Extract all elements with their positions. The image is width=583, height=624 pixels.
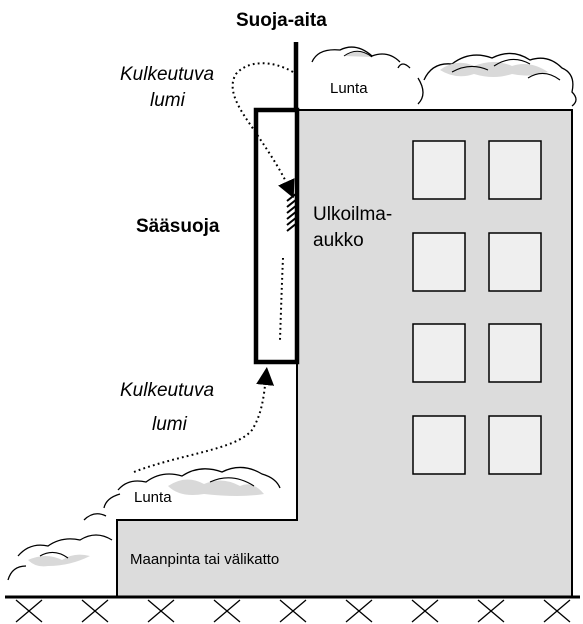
ground-hatching xyxy=(15,599,571,623)
drifting-snow-label-bottom-line1: Kulkeutuva xyxy=(120,380,214,401)
fence-label: Suoja-aita xyxy=(236,10,327,31)
roof-snow xyxy=(311,46,577,107)
snow-label-bottom: Lunta xyxy=(134,489,172,506)
ground-label: Maanpinta tai välikatto xyxy=(130,551,279,568)
window xyxy=(488,232,542,292)
ground-snow-upper xyxy=(103,466,281,509)
weather-hood xyxy=(253,107,300,365)
weather-hood-label: Sääsuoja xyxy=(136,216,220,237)
window xyxy=(412,232,466,292)
window xyxy=(488,415,542,475)
drifting-snow-arrow-top xyxy=(240,84,242,102)
drifting-snow-label-top-line1: Kulkeutuva xyxy=(120,64,214,85)
window xyxy=(488,140,542,200)
window xyxy=(412,323,466,383)
windows xyxy=(412,140,542,475)
drifting-snow-label-top-line2: lumi xyxy=(150,90,186,111)
window xyxy=(412,415,466,475)
window xyxy=(488,323,542,383)
drifting-snow-label-bottom-line2: lumi xyxy=(152,414,188,435)
air-opening-label-line1: Ulkoilma- xyxy=(313,204,392,225)
window xyxy=(412,140,466,200)
ground-snow-left xyxy=(7,513,113,581)
snow-label-top: Lunta xyxy=(330,80,368,97)
drifting-snow-path-bottom xyxy=(133,367,275,473)
air-opening-label-line2: aukko xyxy=(313,230,364,251)
